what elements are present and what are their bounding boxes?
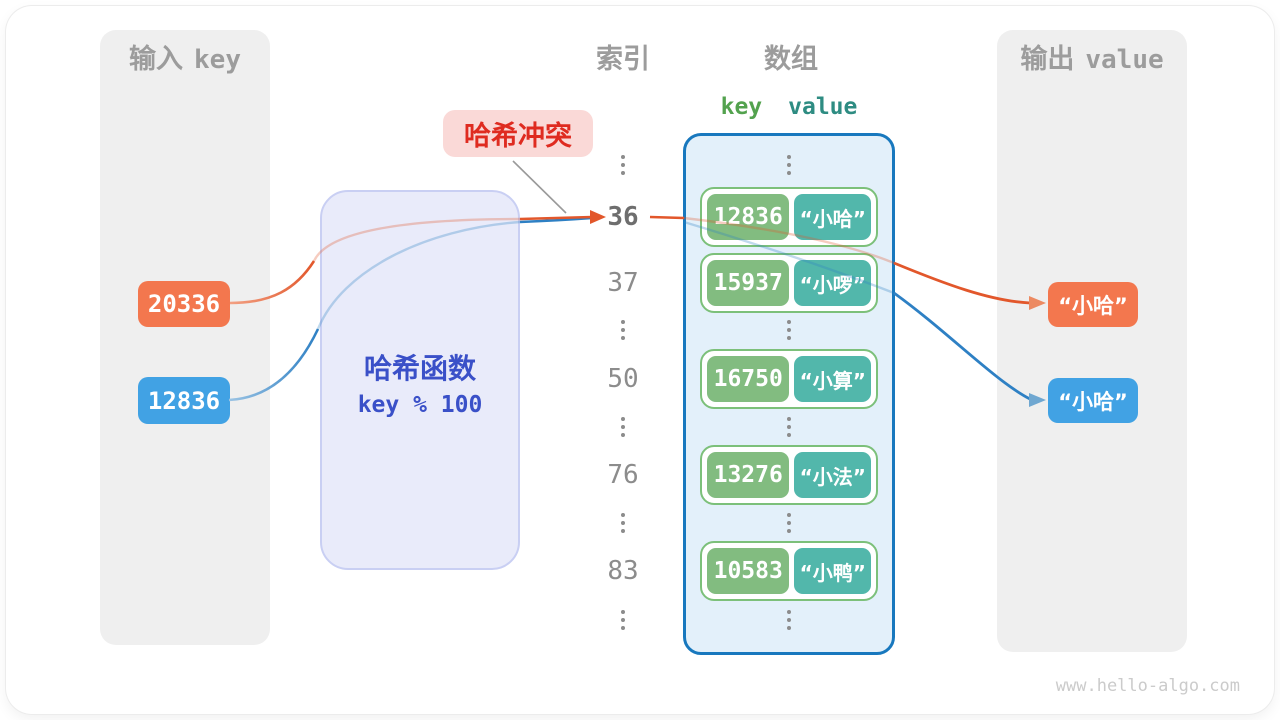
array-pair-row: 12836 “小哈” bbox=[700, 187, 878, 247]
vertical-ellipsis-icon bbox=[739, 320, 839, 340]
hash-collision-label: 哈希冲突 bbox=[443, 110, 593, 157]
index-36: 36 bbox=[607, 202, 639, 232]
input-panel-title-zh: 输入 bbox=[129, 44, 184, 75]
pair-value: “小啰” bbox=[794, 260, 871, 306]
vertical-ellipsis-icon bbox=[573, 513, 673, 533]
pair-key: 12836 bbox=[707, 194, 790, 240]
hash-function-box bbox=[320, 190, 520, 570]
output-value-blue: “小哈” bbox=[1048, 378, 1138, 423]
vertical-ellipsis-icon bbox=[573, 610, 673, 630]
pair-key: 15937 bbox=[707, 260, 790, 306]
vertical-ellipsis-icon bbox=[739, 610, 839, 630]
input-panel-title-latin: key bbox=[194, 45, 241, 75]
vertical-ellipsis-icon bbox=[739, 417, 839, 437]
pair-value: “小算” bbox=[794, 356, 871, 402]
vertical-ellipsis-icon bbox=[573, 155, 673, 175]
array-column-title: 数组 bbox=[764, 44, 818, 75]
output-panel-title-zh: 输出 bbox=[1020, 44, 1075, 75]
watermark: www.hello-algo.com bbox=[1055, 676, 1240, 696]
pair-value: “小哈” bbox=[794, 194, 871, 240]
array-pair-row: 13276 “小法” bbox=[700, 445, 878, 505]
value-header-label: value bbox=[788, 94, 858, 120]
input-key-panel bbox=[100, 30, 270, 645]
pair-value: “小鸭” bbox=[794, 548, 871, 594]
pair-key: 10583 bbox=[707, 548, 790, 594]
array-pair-row: 10583 “小鸭” bbox=[700, 541, 878, 601]
vertical-ellipsis-icon bbox=[573, 417, 673, 437]
pair-value: “小法” bbox=[794, 452, 871, 498]
output-panel-title-latin: value bbox=[1085, 45, 1164, 75]
input-panel-title: 输入 key bbox=[100, 44, 270, 76]
index-37: 37 bbox=[607, 268, 639, 298]
pair-key: 16750 bbox=[707, 356, 790, 402]
input-key-12836: 12836 bbox=[138, 377, 230, 424]
hash-function-formula: key % 100 bbox=[357, 392, 483, 418]
input-key-20336: 20336 bbox=[138, 281, 230, 327]
array-pair-row: 15937 “小啰” bbox=[700, 253, 878, 313]
index-column-title: 索引 bbox=[596, 44, 650, 75]
vertical-ellipsis-icon bbox=[573, 320, 673, 340]
vertical-ellipsis-icon bbox=[739, 155, 839, 175]
output-value-orange: “小哈” bbox=[1048, 282, 1138, 327]
index-83: 83 bbox=[607, 556, 639, 586]
array-pair-row: 16750 “小算” bbox=[700, 349, 878, 409]
output-value-panel bbox=[997, 30, 1187, 652]
vertical-ellipsis-icon bbox=[739, 513, 839, 533]
key-header-label: key bbox=[720, 94, 763, 120]
index-50: 50 bbox=[607, 364, 639, 394]
hash-function-name: 哈希函数 bbox=[363, 352, 476, 385]
pair-key: 13276 bbox=[707, 452, 790, 498]
output-panel-title: 输出 value bbox=[997, 44, 1187, 76]
array-kv-header: key value bbox=[683, 94, 895, 120]
index-76: 76 bbox=[607, 460, 639, 490]
